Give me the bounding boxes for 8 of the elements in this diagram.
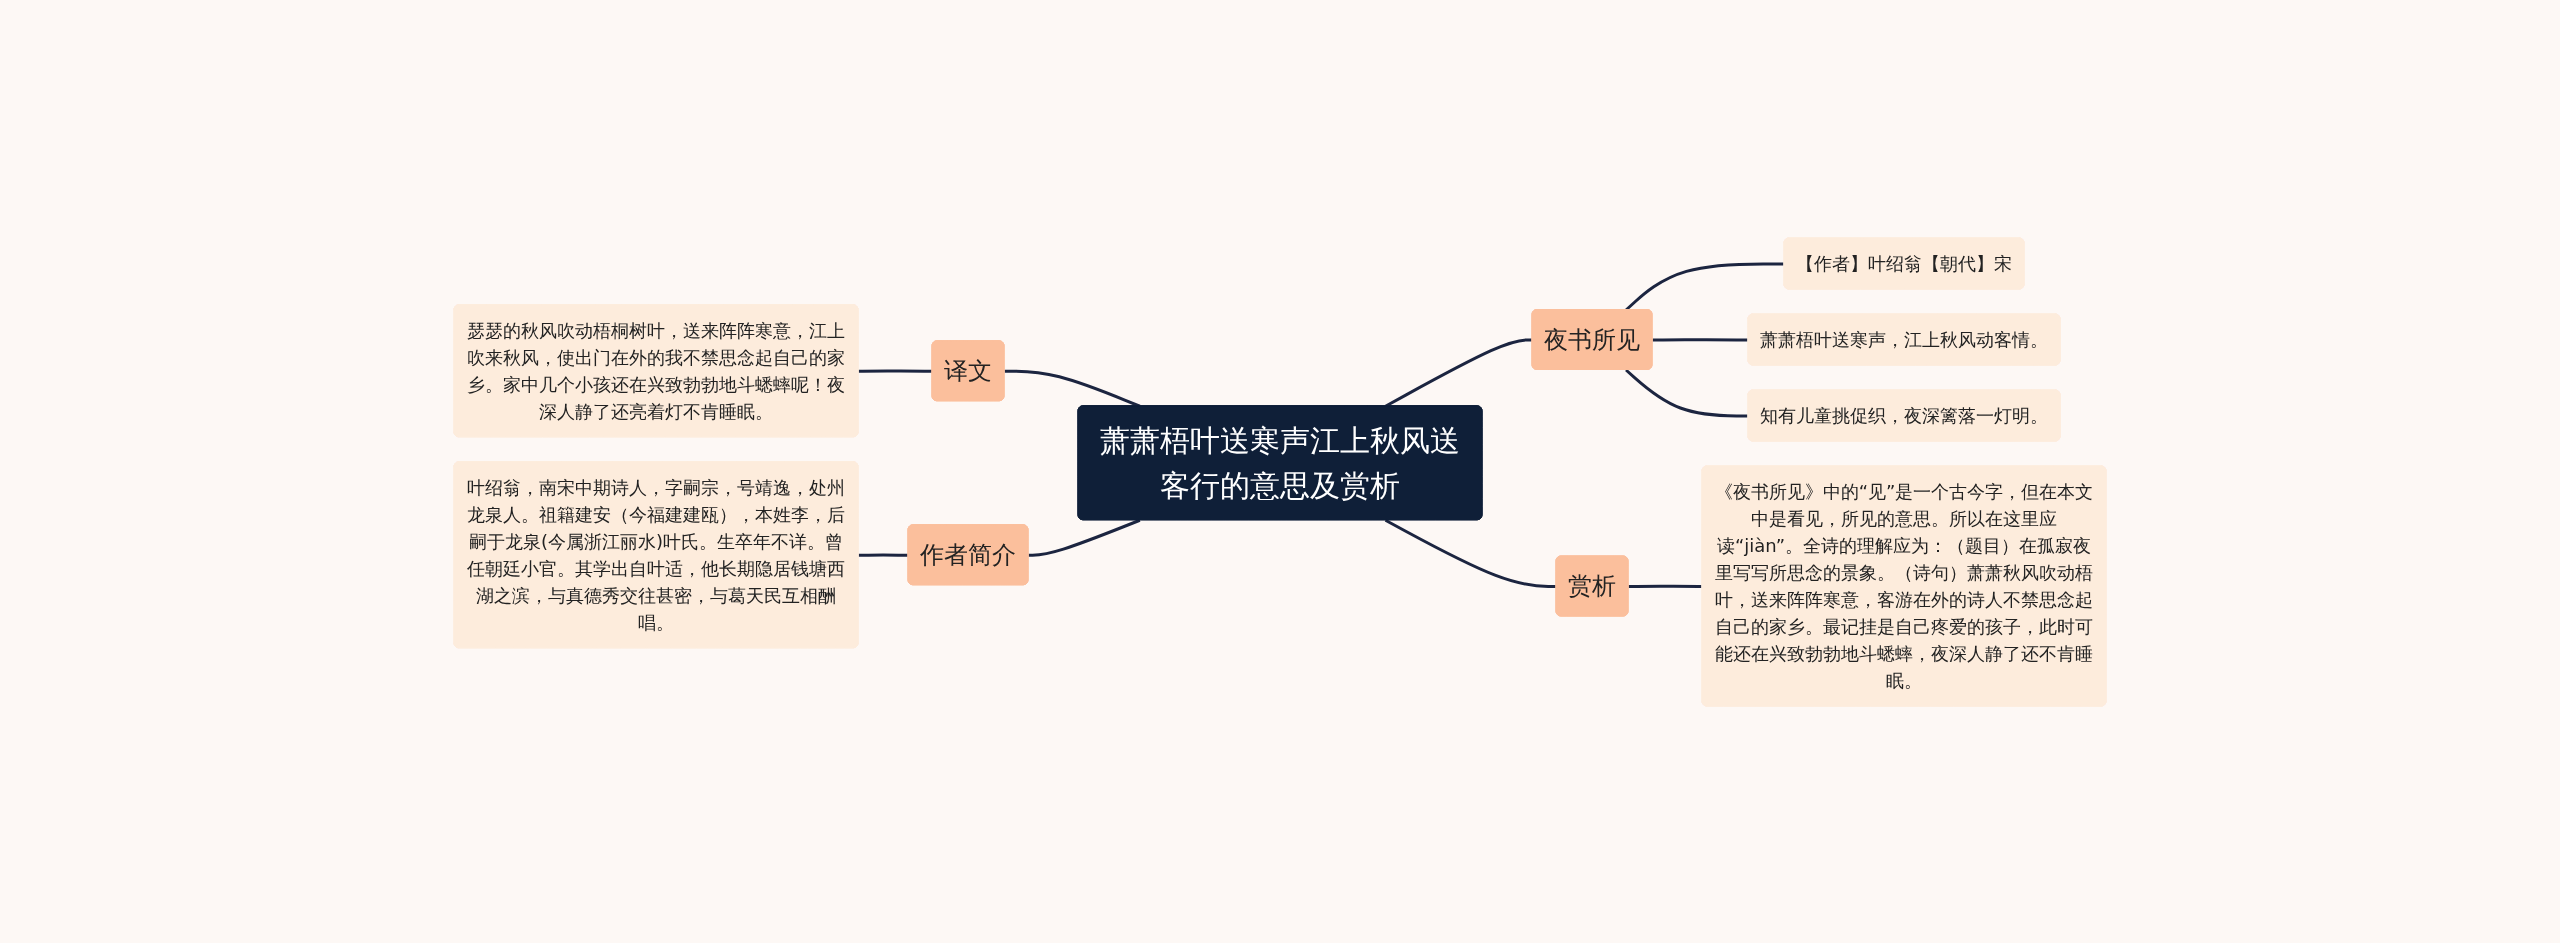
connector [1625,368,1749,417]
connector [1652,337,1749,341]
connector [1625,261,1785,311]
connector [1028,518,1141,557]
connector [858,552,909,557]
connector [1628,584,1703,588]
connector [858,368,933,373]
connector [1384,518,1557,588]
